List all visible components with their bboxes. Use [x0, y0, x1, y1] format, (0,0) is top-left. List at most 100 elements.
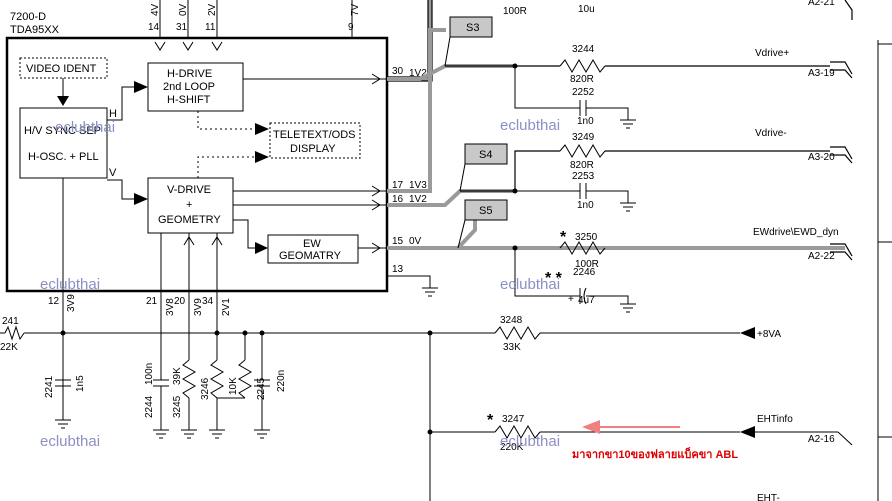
pin-15-voltage: 0V — [409, 236, 422, 247]
top-right-connector: A2-21 — [808, 0, 835, 8]
top-right-resistor: 100R — [503, 6, 527, 17]
hdrive-label-1: H-DRIVE — [167, 68, 212, 80]
bus-lines — [387, 0, 845, 250]
svg-text:100n: 100n — [144, 363, 155, 385]
pin-9-voltage: 7V — [350, 3, 361, 16]
ew-block — [267, 234, 359, 264]
supply-rail: 3248 33K +8VA — [60, 315, 781, 501]
svg-text:eclubthai: eclubthai — [500, 117, 560, 134]
svg-text:39K: 39K — [172, 367, 183, 385]
sync-v-label: V — [109, 167, 117, 179]
svg-text:S5: S5 — [479, 205, 492, 217]
svg-text:+8VA: +8VA — [757, 329, 781, 340]
svg-text:eclubthai: eclubthai — [500, 433, 560, 450]
sync-label-2: H-OSC. + PLL — [28, 151, 99, 163]
sync-h-label: H — [109, 108, 117, 120]
video-ident-label: VIDEO IDENT — [26, 63, 97, 75]
hdrive-label-3: H-SHIFT — [167, 94, 211, 106]
svg-text:S3: S3 — [466, 22, 479, 34]
pin-15-number: 15 — [392, 236, 404, 247]
svg-text:220n: 220n — [276, 370, 287, 392]
pin-17-voltage: 1V3 — [409, 180, 427, 191]
svg-text:2V1: 2V1 — [221, 298, 232, 316]
svg-text:100R: 100R — [575, 259, 599, 270]
svg-text:A3-19: A3-19 — [808, 68, 835, 79]
hdrive-block — [147, 62, 244, 112]
svg-text:3244: 3244 — [572, 44, 595, 55]
svg-text:3V9: 3V9 — [193, 298, 204, 316]
vdrive-label-1: V-DRIVE — [167, 184, 211, 196]
ic-name: 7200-D — [10, 11, 46, 23]
top-right-capacitor: 10u — [578, 4, 595, 15]
svg-text:22K: 22K — [0, 342, 18, 353]
pin-11-voltage: 2V — [207, 3, 218, 16]
svg-text:3V8: 3V8 — [165, 298, 176, 316]
svg-text:eclubthai: eclubthai — [40, 433, 100, 450]
svg-text:S4: S4 — [479, 149, 492, 161]
pin-31-number: 31 — [176, 22, 188, 33]
teletext-block — [269, 122, 361, 159]
svg-text:3250: 3250 — [575, 232, 598, 243]
svg-text:34: 34 — [202, 296, 214, 307]
svg-text:1n0: 1n0 — [577, 200, 594, 211]
row-vdrive-minus: 3249 820R 2253 1n0 Vdrive- A3-20 — [460, 128, 853, 212]
annotation-arrow — [582, 420, 680, 434]
vdrive-label-3: GEOMETRY — [158, 214, 221, 226]
svg-text:+: + — [568, 294, 574, 305]
ic-outline — [5, 36, 389, 293]
pin-14-number: 14 — [148, 22, 160, 33]
annotation-text: มาจากขา10ของฟลายแบ็คขา ABL — [572, 447, 738, 461]
svg-text:* *: * * — [545, 270, 563, 287]
svg-text:241: 241 — [2, 316, 19, 327]
svg-text:2246: 2246 — [573, 267, 596, 278]
svg-text:Vdrive+: Vdrive+ — [755, 48, 789, 59]
svg-text:33K: 33K — [503, 342, 521, 353]
svg-text:2252: 2252 — [572, 87, 595, 98]
svg-text:820R: 820R — [570, 160, 594, 171]
svg-text:12: 12 — [48, 296, 60, 307]
ew-label-2: GEOMATRY — [279, 250, 342, 262]
pin-30-voltage: 1V2 — [409, 68, 427, 79]
svg-text:2253: 2253 — [572, 171, 595, 182]
svg-text:eclubthai: eclubthai — [500, 276, 560, 293]
switch-s4: S4 — [459, 143, 508, 192]
pin-13-number: 13 — [392, 264, 404, 275]
pin-16-number: 16 — [392, 194, 404, 205]
svg-text:2245: 2245 — [256, 377, 267, 400]
watermarks: eclubthai eclubthai eclubthai eclubthai … — [40, 117, 560, 450]
pin-16-voltage: 1V2 — [409, 194, 427, 205]
hdrive-label-2: 2nd LOOP — [163, 81, 215, 93]
svg-text:20: 20 — [174, 296, 186, 307]
switch-s3: S3 — [444, 16, 493, 67]
svg-text:EHT-: EHT- — [757, 493, 780, 501]
vdrive-label-2: + — [186, 199, 192, 211]
svg-text:eclubthai: eclubthai — [55, 119, 115, 136]
ic-part: TDA95XX — [10, 24, 60, 36]
teletext-label-2: DISPLAY — [290, 143, 336, 155]
svg-text:*: * — [560, 229, 567, 246]
ew-label-1: EW — [303, 238, 321, 250]
video-ident-block — [19, 57, 108, 79]
svg-text:3245: 3245 — [172, 395, 183, 418]
pin-9-number: 9 — [348, 22, 354, 33]
ic-top-pins: 4V 0V 2V 7V 14 31 11 9 — [148, 0, 361, 51]
svg-text:1n0: 1n0 — [577, 116, 594, 127]
pin-31-voltage: 0V — [178, 3, 189, 16]
sync-label-1: H/V SYNC SEP — [24, 125, 101, 137]
svg-text:220K: 220K — [500, 442, 524, 453]
pin-30-number: 30 — [392, 66, 404, 77]
svg-text:Vdrive-: Vdrive- — [755, 128, 787, 139]
svg-text:A2-16: A2-16 — [808, 434, 835, 445]
svg-text:A3-20: A3-20 — [808, 152, 835, 163]
svg-text:2241: 2241 — [44, 375, 55, 398]
svg-text:3249: 3249 — [572, 132, 595, 143]
svg-text:21: 21 — [146, 296, 158, 307]
switch-s5: S5 — [457, 199, 508, 249]
svg-text:*: * — [487, 412, 494, 429]
svg-text:1n5: 1n5 — [75, 375, 86, 392]
svg-text:4u7: 4u7 — [578, 295, 595, 306]
svg-text:eclubthai: eclubthai — [40, 276, 100, 293]
svg-text:3V9: 3V9 — [66, 294, 77, 312]
svg-text:820R: 820R — [570, 74, 594, 85]
svg-text:10K: 10K — [228, 377, 239, 395]
